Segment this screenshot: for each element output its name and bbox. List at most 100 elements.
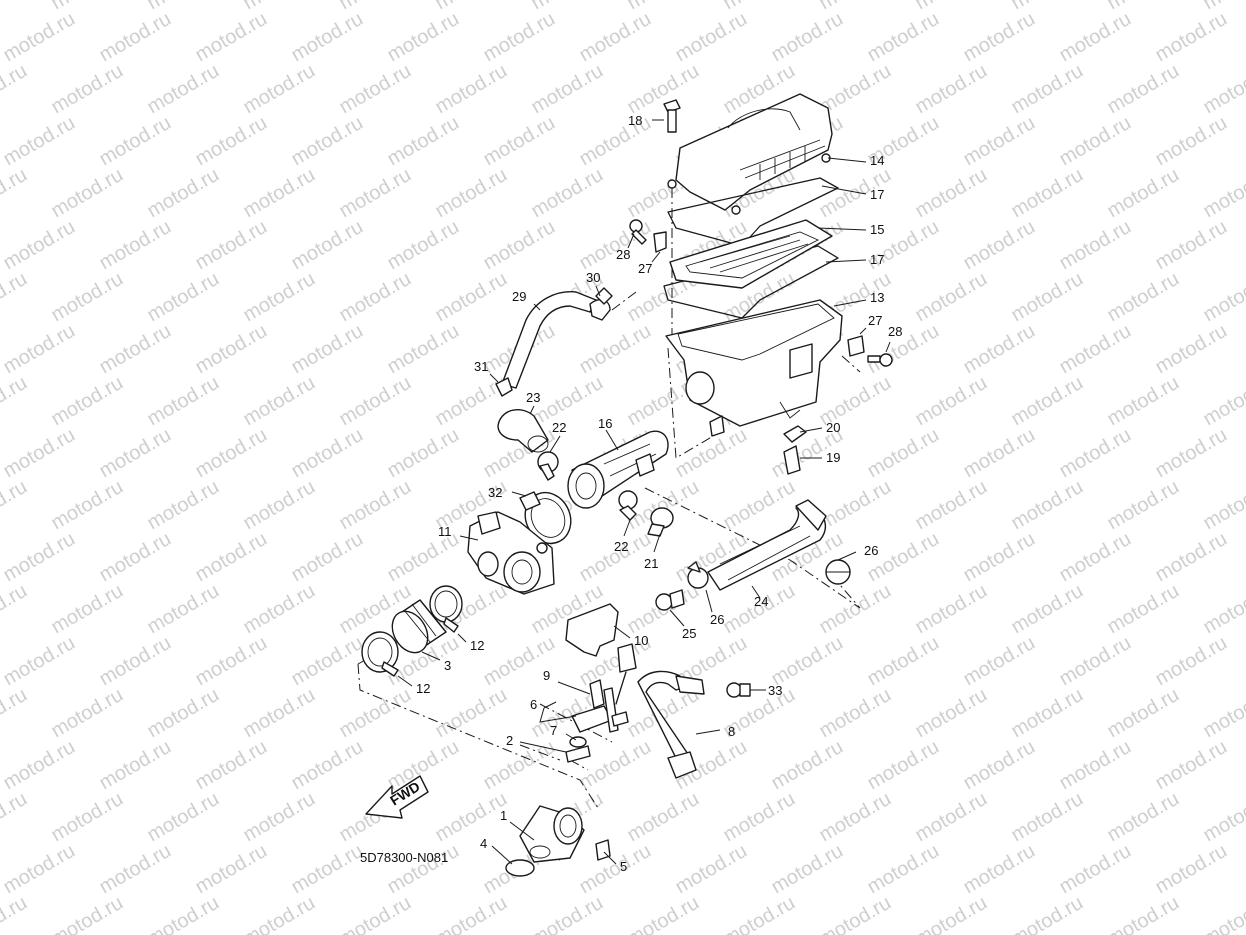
watermark-text: motod.ru [816,476,895,535]
watermark-text: motod.ru [0,632,79,691]
watermark-text: motod.ru [288,216,367,275]
watermark-text: motod.ru [96,320,175,379]
watermark-text: motod.ru [144,788,223,847]
watermark-text: motod.ru [768,736,847,795]
watermark-text: motod.ru [48,268,127,327]
bolt-18 [663,99,681,133]
o-ring-7 [569,736,587,748]
watermark-text: motod.ru [336,684,415,743]
watermark-text: motod.ru [576,112,655,171]
callout-27-right: 27 [868,313,882,328]
callout-14: 14 [870,153,884,168]
watermark-text: motod.ru [1200,684,1246,743]
watermark-text: motod.ru [192,8,271,67]
watermark-text: motod.ru [1056,320,1135,379]
watermark-text: motod.ru [96,112,175,171]
watermark-text: motod.ru [1200,892,1246,935]
watermark-text: motod.ru [1056,216,1135,275]
watermark-text: motod.ru [1200,60,1246,119]
callout-17-upper: 17 [870,187,884,202]
watermark-text: motod.ru [720,580,799,639]
watermark-text: motod.ru [192,632,271,691]
clamp-12-lower [361,631,399,677]
bracket-10 [565,603,619,657]
watermark-text: motod.ru [1056,840,1135,899]
callout-28-left: 28 [616,247,630,262]
watermark-text: motod.ru [0,684,31,743]
watermark-text: motod.ru [1008,164,1087,223]
watermark-text: motod.ru [1152,528,1231,587]
watermark-text: motod.ru [1152,840,1231,899]
watermark-text: motod.ru [0,476,31,535]
watermark-text: motod.ru [336,60,415,119]
watermark-text: motod.ru [48,476,127,535]
callout-22-upper: 22 [552,420,566,435]
callout-9: 9 [543,668,550,683]
callout-22-lower: 22 [614,539,628,554]
watermark-text: motod.ru [912,892,991,935]
watermark-text: motod.ru [816,788,895,847]
joint-3 [391,599,447,654]
gasket-lower [663,245,839,319]
watermark-text: motod.ru [192,736,271,795]
watermark-text: motod.ru [480,736,559,795]
bolt-5 [595,839,611,861]
watermark-text: motod.ru [672,840,751,899]
watermark-text: motod.ru [960,736,1039,795]
callout-28-right: 28 [888,324,902,339]
watermark-text: motod.ru [624,60,703,119]
watermark-text: motod.ru [96,736,175,795]
watermark-text: motod.ru [240,164,319,223]
callout-27-left: 27 [638,261,652,276]
watermark-text: motod.ru [192,424,271,483]
seal-2 [565,745,591,763]
watermark-text: motod.ru [240,788,319,847]
watermark-text: motod.ru [288,736,367,795]
watermark-text: motod.ru [1200,164,1246,223]
watermark-text: motod.ru [240,892,319,935]
watermark-text: motod.ru [1056,424,1135,483]
callout-10: 10 [634,633,648,648]
watermark-text: motod.ru [1104,268,1183,327]
watermark-text: motod.ru [528,164,607,223]
watermark-text: motod.ru [0,112,79,171]
watermark-text: motod.ru [96,424,175,483]
watermark-text: motod.ru [576,8,655,67]
watermark-text: motod.ru [288,528,367,587]
callout-23: 23 [526,390,540,405]
watermark-text: motod.ru [1008,892,1087,935]
watermark-text: motod.ru [720,892,799,935]
watermark-text: motod.ru [1200,580,1246,639]
callout-13: 13 [870,290,884,305]
watermark-text: motod.ru [48,892,127,935]
watermark-text: motod.ru [1008,580,1087,639]
watermark-text: motod.ru [288,8,367,67]
watermark-text: motod.ru [288,424,367,483]
watermark-text: motod.ru [0,892,31,935]
callout-16: 16 [598,416,612,431]
callout-29: 29 [512,289,526,304]
watermark-text: motod.ru [864,736,943,795]
watermark-text: motod.ru [912,268,991,327]
intake-joint-16 [567,430,669,509]
watermark-text: motod.ru [1200,0,1246,14]
callout-1: 1 [500,808,507,823]
injector-6 [571,687,629,733]
callout-8: 8 [728,724,735,739]
watermark-text: motod.ru [48,788,127,847]
watermark-text: motod.ru [960,320,1039,379]
watermark-text: motod.ru [144,684,223,743]
watermark-text: motod.ru [144,892,223,935]
watermark-text: motod.ru [864,424,943,483]
drain-hose-19 [783,445,801,475]
watermark-text: motod.ru [0,788,31,847]
watermark-text: motod.ru [384,112,463,171]
throttle-body-11 [467,511,555,595]
bolt-9 [589,679,605,709]
watermark-text: motod.ru [48,164,127,223]
watermark-text: motod.ru [288,112,367,171]
callout-17-lower: 17 [870,252,884,267]
watermark-text: motod.ru [1056,632,1135,691]
watermark-text: motod.ru [960,112,1039,171]
watermark-text: motod.ru [720,476,799,535]
